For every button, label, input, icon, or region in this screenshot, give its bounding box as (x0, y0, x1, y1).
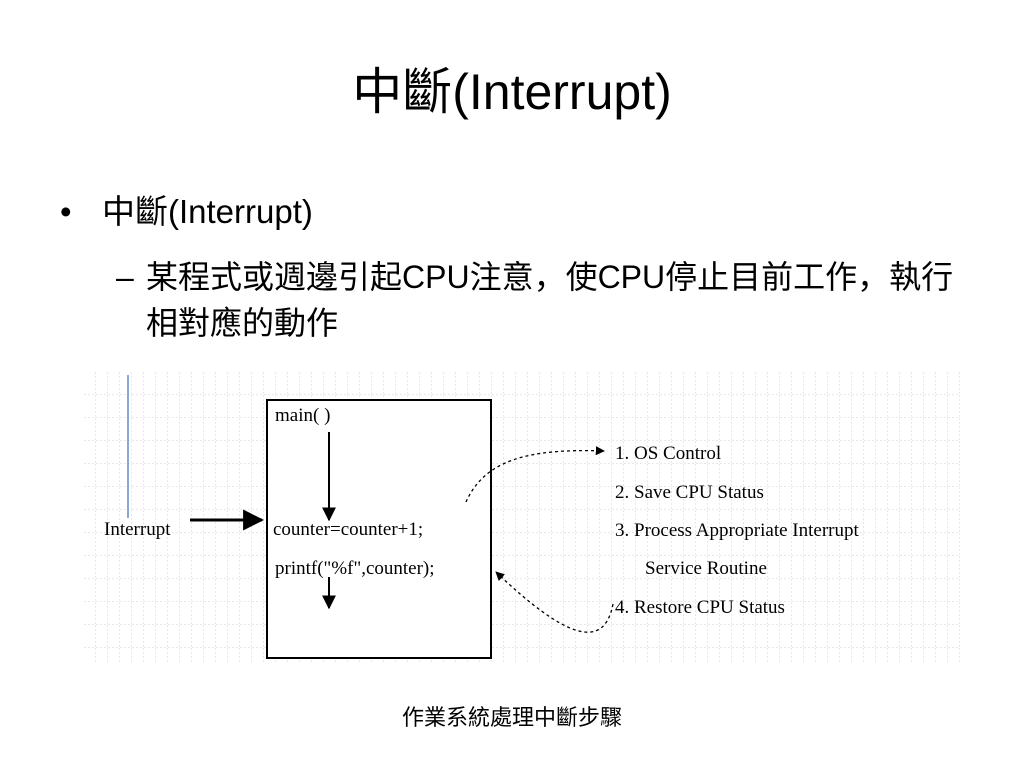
bullet-marker: • (60, 193, 72, 230)
step-4-restore-cpu-status: 4. Restore CPU Status (615, 597, 785, 618)
slide-title: 中斷(Interrupt) (352, 64, 672, 120)
bullet-text: 中斷(Interrupt) (102, 193, 313, 230)
interrupt-label: Interrupt (104, 519, 171, 540)
sub-bullet-text: 某程式或週邊引起CPU注意，使CPU停止目前工作，執行相對應的動作 (146, 259, 954, 341)
step-1-os-control: 1. OS Control (615, 443, 721, 464)
grid-background (84, 372, 960, 662)
dashed-arrow-return (495, 571, 614, 633)
step-2-save-cpu-status: 2. Save CPU Status (615, 482, 764, 503)
code-box (266, 399, 492, 659)
step-3-process-interrupt: 3. Process Appropriate Interrupt (615, 520, 859, 541)
code-line-main: main( ) (275, 405, 330, 426)
sub-bullet-item: – 某程式或週邊引起CPU注意，使CPU停止目前工作，執行相對應的動作 (116, 254, 966, 346)
step-3-service-routine: Service Routine (645, 558, 767, 579)
code-line-printf: printf("%f",counter); (275, 558, 435, 579)
diagram-caption: 作業系統處理中斷步驟 (401, 705, 622, 730)
interrupt-diagram: main( ) counter=counter+1; printf("%f",c… (84, 372, 960, 662)
bullet-item: • 中斷(Interrupt) (60, 190, 313, 234)
code-line-counter: counter=counter+1; (273, 519, 423, 540)
sub-bullet-marker: – (116, 259, 134, 295)
dashed-arrow-to-os (465, 446, 605, 503)
